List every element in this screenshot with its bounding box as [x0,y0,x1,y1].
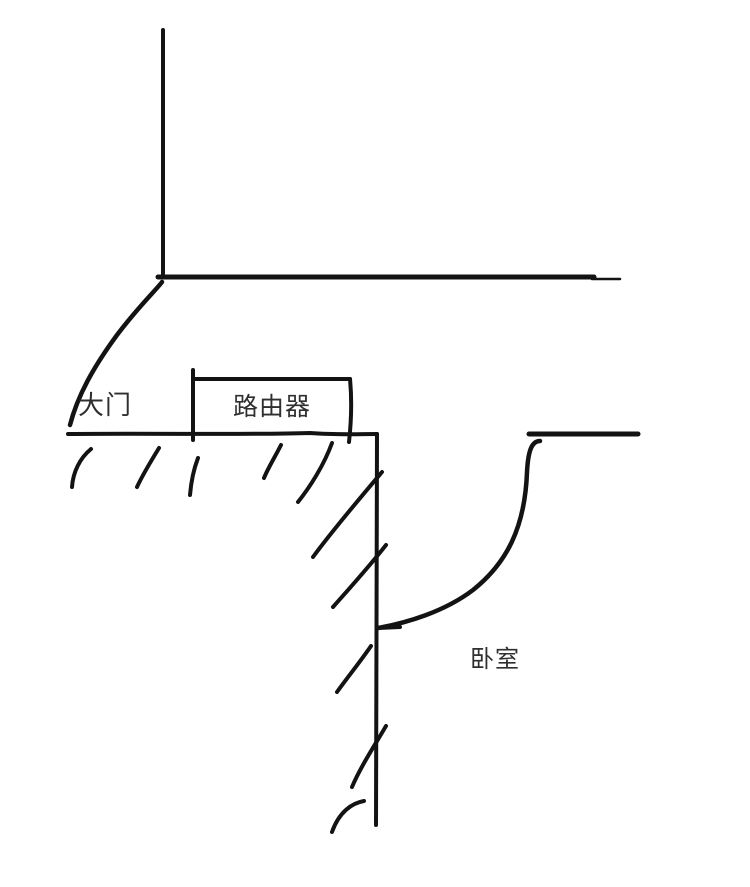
hatch-mark [135,446,161,489]
bedroom-door-arc-foot [375,625,402,630]
router-label: 路由器 [233,393,312,421]
hatch-mark [262,443,283,480]
hatch-mark [350,724,388,789]
hatch-mark [311,470,384,559]
bedroom-label: 卧室 [470,646,520,673]
router-box-right-edge [347,377,354,444]
entrance-door-label: 大门 [78,390,133,420]
hatch-mark [331,543,388,609]
bedroom-door-arc [375,438,543,631]
hatch-mark [335,644,373,694]
wall-hatch-marks [70,441,388,834]
hatch-mark [296,441,334,504]
entrance-door-arc [67,279,165,428]
hallway-bottom-wall [66,431,379,437]
hatch-mark [330,799,366,834]
hatch-mark [188,456,200,497]
hatch-mark [70,447,93,489]
